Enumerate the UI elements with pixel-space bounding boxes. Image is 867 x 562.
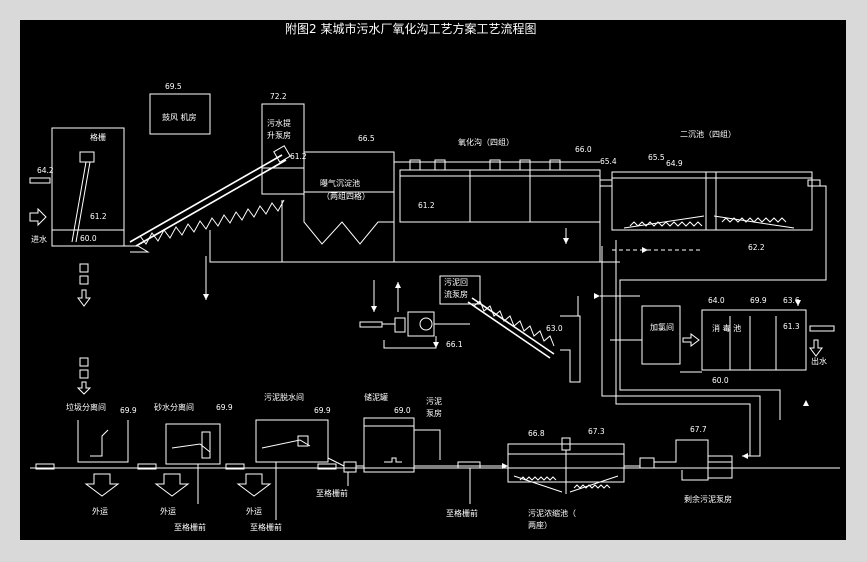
sludge-pump-unit: 污泥 泵房 至格栅前: [414, 396, 508, 518]
sludge-pump-label-1: 污泥: [426, 396, 442, 406]
aerated-label-1: 曝气沉淀池: [320, 178, 360, 188]
return-pump-elev-a: 63.0: [546, 324, 563, 333]
sand-unit: 砂水分离间 69.9 外运 至格栅前: [154, 402, 233, 532]
blower-unit: 69.5 鼓风 机房: [149, 82, 211, 135]
oxidation-elev-bot: 61.2: [418, 201, 435, 210]
sludge-pump-label-2: 泵房: [426, 408, 442, 418]
disinfect-elev-b: 69.9: [750, 296, 767, 305]
lift-elev-top: 72.2: [270, 92, 287, 101]
dewater-unit: 污泥脱水间 69.9 外运 至格栅前: [236, 392, 331, 532]
screenings-label: 垃圾分离间: [66, 402, 106, 412]
disinfect-elev-a: 64.0: [708, 296, 725, 305]
thickener-elev-b: 67.3: [588, 427, 605, 436]
storage-to-grille: 至格栅前: [316, 488, 348, 498]
disinfect-elev-e: 60.0: [712, 376, 729, 385]
disinfection-unit: 加氯间 64.0 69.9 63.6 消 毒 池 61.3 60.0 出水: [641, 296, 835, 385]
lift-elev-mid: 61.2: [290, 152, 307, 161]
grille-elev-bot: 60.0: [80, 234, 97, 243]
return-pump-elev-b: 66.1: [446, 340, 463, 349]
clarifier-label: 二沉池（四组）: [680, 129, 736, 139]
return-pump-unit: 污泥回 流泵房 63.0 66.1: [359, 275, 581, 383]
drawing-canvas: 附图2 某城市污水厂氧化沟工艺方案工艺流程图 格栅 64.2 61.2 60.0…: [20, 20, 846, 540]
disinfect-elev-c: 63.6: [783, 296, 800, 305]
inlet-label: 进水: [31, 234, 47, 244]
screenings-unit: 垃圾分离间 69.9 外运: [66, 263, 137, 516]
sand-to-grille: 至格栅前: [174, 522, 206, 532]
flow-arrows: [203, 238, 809, 469]
storage-label: 储泥罐: [364, 392, 388, 402]
oxidation-elev-mid: 65.4: [600, 157, 617, 166]
inlet-arrow-icon: [29, 207, 47, 227]
excess-pump-unit: 67.7 剩余污泥泵房: [639, 425, 733, 504]
pipes: [205, 162, 827, 457]
thickener-to-grille: 至格栅前: [446, 508, 478, 518]
grille-elev-mid: 61.2: [90, 212, 107, 221]
sand-label: 砂水分离间: [154, 402, 194, 412]
lift-label-1: 污水提: [267, 118, 291, 128]
return-pump-label-1: 污泥回: [444, 277, 468, 287]
screenings-elev: 69.9: [120, 406, 137, 415]
excess-pump-elev: 67.7: [690, 425, 707, 434]
lift-label-2: 升泵房: [267, 130, 291, 140]
blower-elev: 69.5: [165, 82, 182, 91]
aerated-label-2: （两组四格）: [322, 191, 370, 201]
grille-label: 格栅: [90, 132, 106, 142]
process-flow-diagram: 附图2 某城市污水厂氧化沟工艺方案工艺流程图 格栅 64.2 61.2 60.0…: [29, 21, 840, 532]
grille-unit: 格栅 64.2 61.2 60.0 进水: [29, 127, 125, 247]
oxidation-ditch-unit: 氧化沟（四组） 66.0 65.4 61.2: [394, 137, 617, 223]
outlet-label: 出水: [811, 356, 827, 366]
thickener-label-2: 两座）: [528, 520, 552, 530]
aerated-elev: 66.5: [358, 134, 375, 143]
thickener-elev-a: 66.8: [528, 429, 545, 438]
dewater-elev: 69.9: [314, 406, 331, 415]
dewater-haul: 外运: [246, 506, 262, 516]
outlet-arrow-icon: [809, 339, 823, 357]
lift-pump-unit: 72.2 污水提 升泵房 61.2: [124, 92, 307, 253]
disinfect-tank-label: 消 毒 池: [712, 323, 741, 333]
screenings-haul: 外运: [92, 506, 108, 516]
clarifier-elev-bot: 62.2: [748, 243, 765, 252]
clarifier-unit: 二沉池（四组） 65.5 64.9 62.2: [611, 129, 821, 252]
grille-elev-top: 64.2: [37, 166, 54, 175]
thickener-label-1: 污泥浓缩池（: [528, 508, 576, 518]
storage-elev: 69.0: [394, 406, 411, 415]
diagram-title: 附图2 某城市污水厂氧化沟工艺方案工艺流程图: [285, 21, 536, 36]
oxidation-elev-top: 66.0: [575, 145, 592, 154]
sand-elev: 69.9: [216, 403, 233, 412]
thickener-unit: 66.8 67.3 污泥浓缩池（ 两座）: [507, 427, 640, 530]
disinfect-elev-d: 61.3: [783, 322, 800, 331]
clarifier-elev-mid: 64.9: [666, 159, 683, 168]
return-pump-label-2: 流泵房: [444, 289, 468, 299]
blower-label: 鼓风 机房: [162, 112, 197, 122]
excess-pump-label: 剩余污泥泵房: [684, 494, 732, 504]
chlorine-room-label: 加氯间: [650, 322, 674, 332]
dewater-label: 污泥脱水间: [264, 392, 304, 402]
ground-lines: [30, 463, 840, 470]
oxidation-label: 氧化沟（四组）: [458, 137, 514, 147]
dewater-to-grille: 至格栅前: [250, 522, 282, 532]
clarifier-elev-top: 65.5: [648, 153, 665, 162]
storage-unit: 储泥罐 69.0 至格栅前: [316, 392, 415, 498]
sand-haul: 外运: [160, 506, 176, 516]
